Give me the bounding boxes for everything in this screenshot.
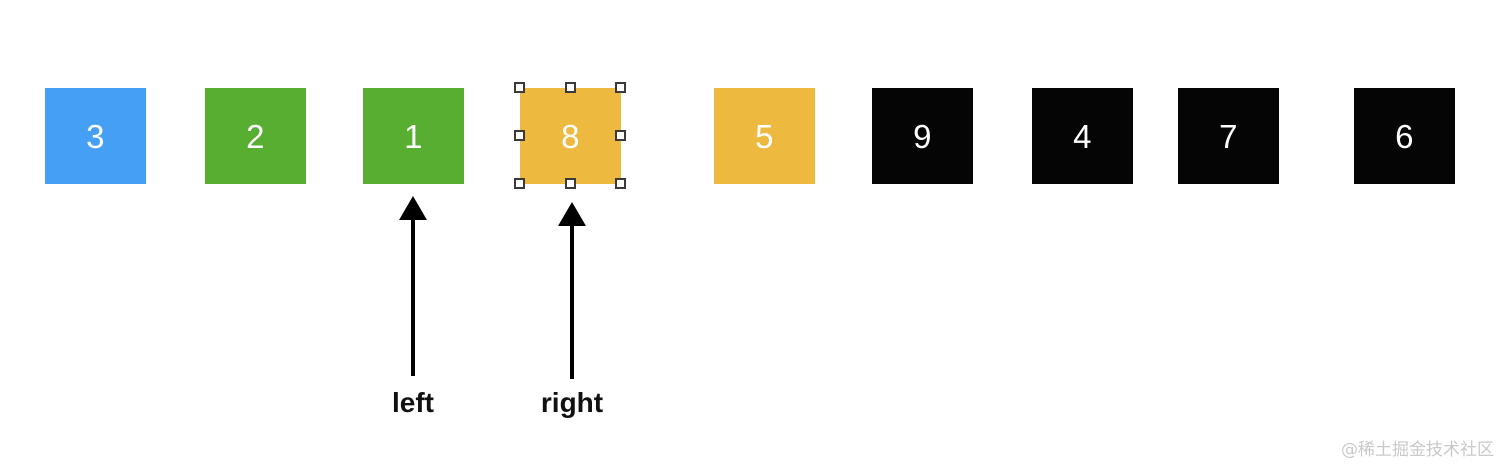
array-box[interactable]: 2 xyxy=(205,88,306,184)
array-box-value: 5 xyxy=(755,117,774,155)
array-box[interactable]: 6 xyxy=(1354,88,1455,184)
pointer-arrow-up-icon xyxy=(393,196,433,376)
selection-handle-top-center[interactable] xyxy=(565,82,576,93)
selection-handle-bottom-left[interactable] xyxy=(514,178,525,189)
arrow-shaft xyxy=(570,222,574,379)
selection-handle-bottom-right[interactable] xyxy=(615,178,626,189)
array-box[interactable]: 1 xyxy=(363,88,464,184)
array-box-value: 4 xyxy=(1073,117,1092,155)
array-box-value: 9 xyxy=(913,117,932,155)
pointer-label-left: left xyxy=(392,387,434,418)
array-box-value: 7 xyxy=(1219,117,1238,155)
array-box-value: 3 xyxy=(86,117,105,155)
selection-handle-middle-left[interactable] xyxy=(514,130,525,141)
array-box-value: 2 xyxy=(246,117,265,155)
arrow-shaft xyxy=(411,216,415,376)
array-box[interactable]: 5 xyxy=(714,88,815,184)
array-box[interactable]: 3 xyxy=(45,88,146,184)
selection-handle-top-right[interactable] xyxy=(615,82,626,93)
array-box[interactable]: 7 xyxy=(1178,88,1279,184)
selection-handle-middle-right[interactable] xyxy=(615,130,626,141)
array-box[interactable]: 8 xyxy=(520,88,621,184)
array-box[interactable]: 9 xyxy=(872,88,973,184)
array-box-value: 8 xyxy=(561,117,580,155)
array-box-value: 6 xyxy=(1395,117,1414,155)
array-box-value: 1 xyxy=(404,117,423,155)
pointer-arrow-up-icon xyxy=(552,202,592,379)
pointer-label-right: right xyxy=(540,387,604,418)
selection-handle-top-left[interactable] xyxy=(514,82,525,93)
array-box[interactable]: 4 xyxy=(1032,88,1133,184)
watermark: @稀土掘金技术社区 xyxy=(1341,440,1494,460)
selection-handle-bottom-center[interactable] xyxy=(565,178,576,189)
